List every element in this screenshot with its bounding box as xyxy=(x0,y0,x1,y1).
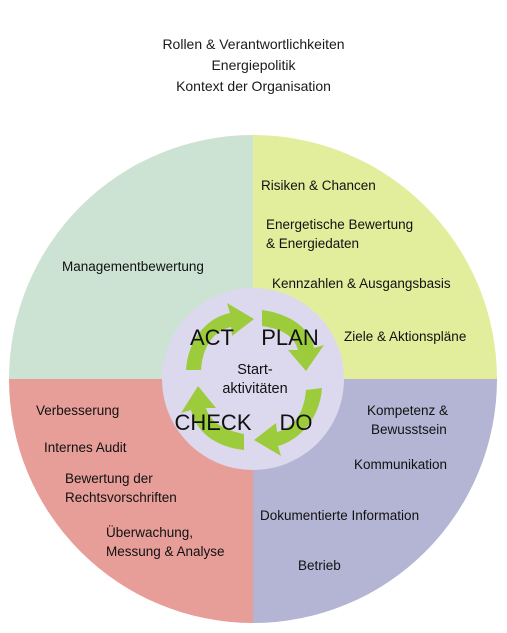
plan-item-risiken: Risiken & Chancen xyxy=(261,178,376,193)
do-item-bewusstsein: Bewusstsein xyxy=(371,422,447,437)
label-check: CHECK xyxy=(174,410,251,435)
plan-item-ziele: Ziele & Aktionspläne xyxy=(344,329,466,344)
header-line-context: Kontext der Organisation xyxy=(176,78,331,94)
header-line-roles: Rollen & Verantwortlichkeiten xyxy=(162,36,345,52)
check-item-rechtsvorschriften: Rechtsvorschriften xyxy=(65,490,177,505)
do-item-dokumentierte-information: Dokumentierte Information xyxy=(260,508,419,523)
plan-item-energiedaten: & Energiedaten xyxy=(266,236,359,251)
center-text-line-1: Start- xyxy=(237,362,273,378)
label-act: ACT xyxy=(190,325,234,350)
header-line-energy-policy: Energiepolitik xyxy=(211,57,296,73)
check-item-verbesserung: Verbesserung xyxy=(36,403,119,418)
label-plan: PLAN xyxy=(261,325,318,350)
check-item-bewertung: Bewertung der xyxy=(65,471,153,486)
plan-item-energetische-bewertung: Energetische Bewertung xyxy=(266,217,413,232)
cycle-arrow-act xyxy=(186,303,254,370)
check-item-ueberwachung: Überwachung, xyxy=(106,525,193,540)
center-circle xyxy=(162,288,344,470)
act-item-managementbewertung: Managementbewertung xyxy=(62,259,204,274)
do-item-kommunikation: Kommunikation xyxy=(354,457,447,472)
header-text: Rollen & Verantwortlichkeiten Energiepol… xyxy=(0,34,507,97)
label-do: DO xyxy=(280,410,313,435)
check-item-messung: Messung & Analyse xyxy=(106,544,225,559)
cycle-arrow-plan xyxy=(262,310,324,371)
check-item-internes-audit: Internes Audit xyxy=(44,440,127,455)
do-item-betrieb: Betrieb xyxy=(298,558,341,573)
do-item-kompetenz: Kompetenz & xyxy=(367,403,448,418)
cycle-arrow-check xyxy=(181,386,244,450)
center-text-line-2: aktivitäten xyxy=(222,381,287,397)
plan-item-kennzahlen: Kennzahlen & Ausgangsbasis xyxy=(272,276,451,291)
cycle-arrows xyxy=(181,303,324,456)
cycle-arrow-do xyxy=(254,388,322,456)
